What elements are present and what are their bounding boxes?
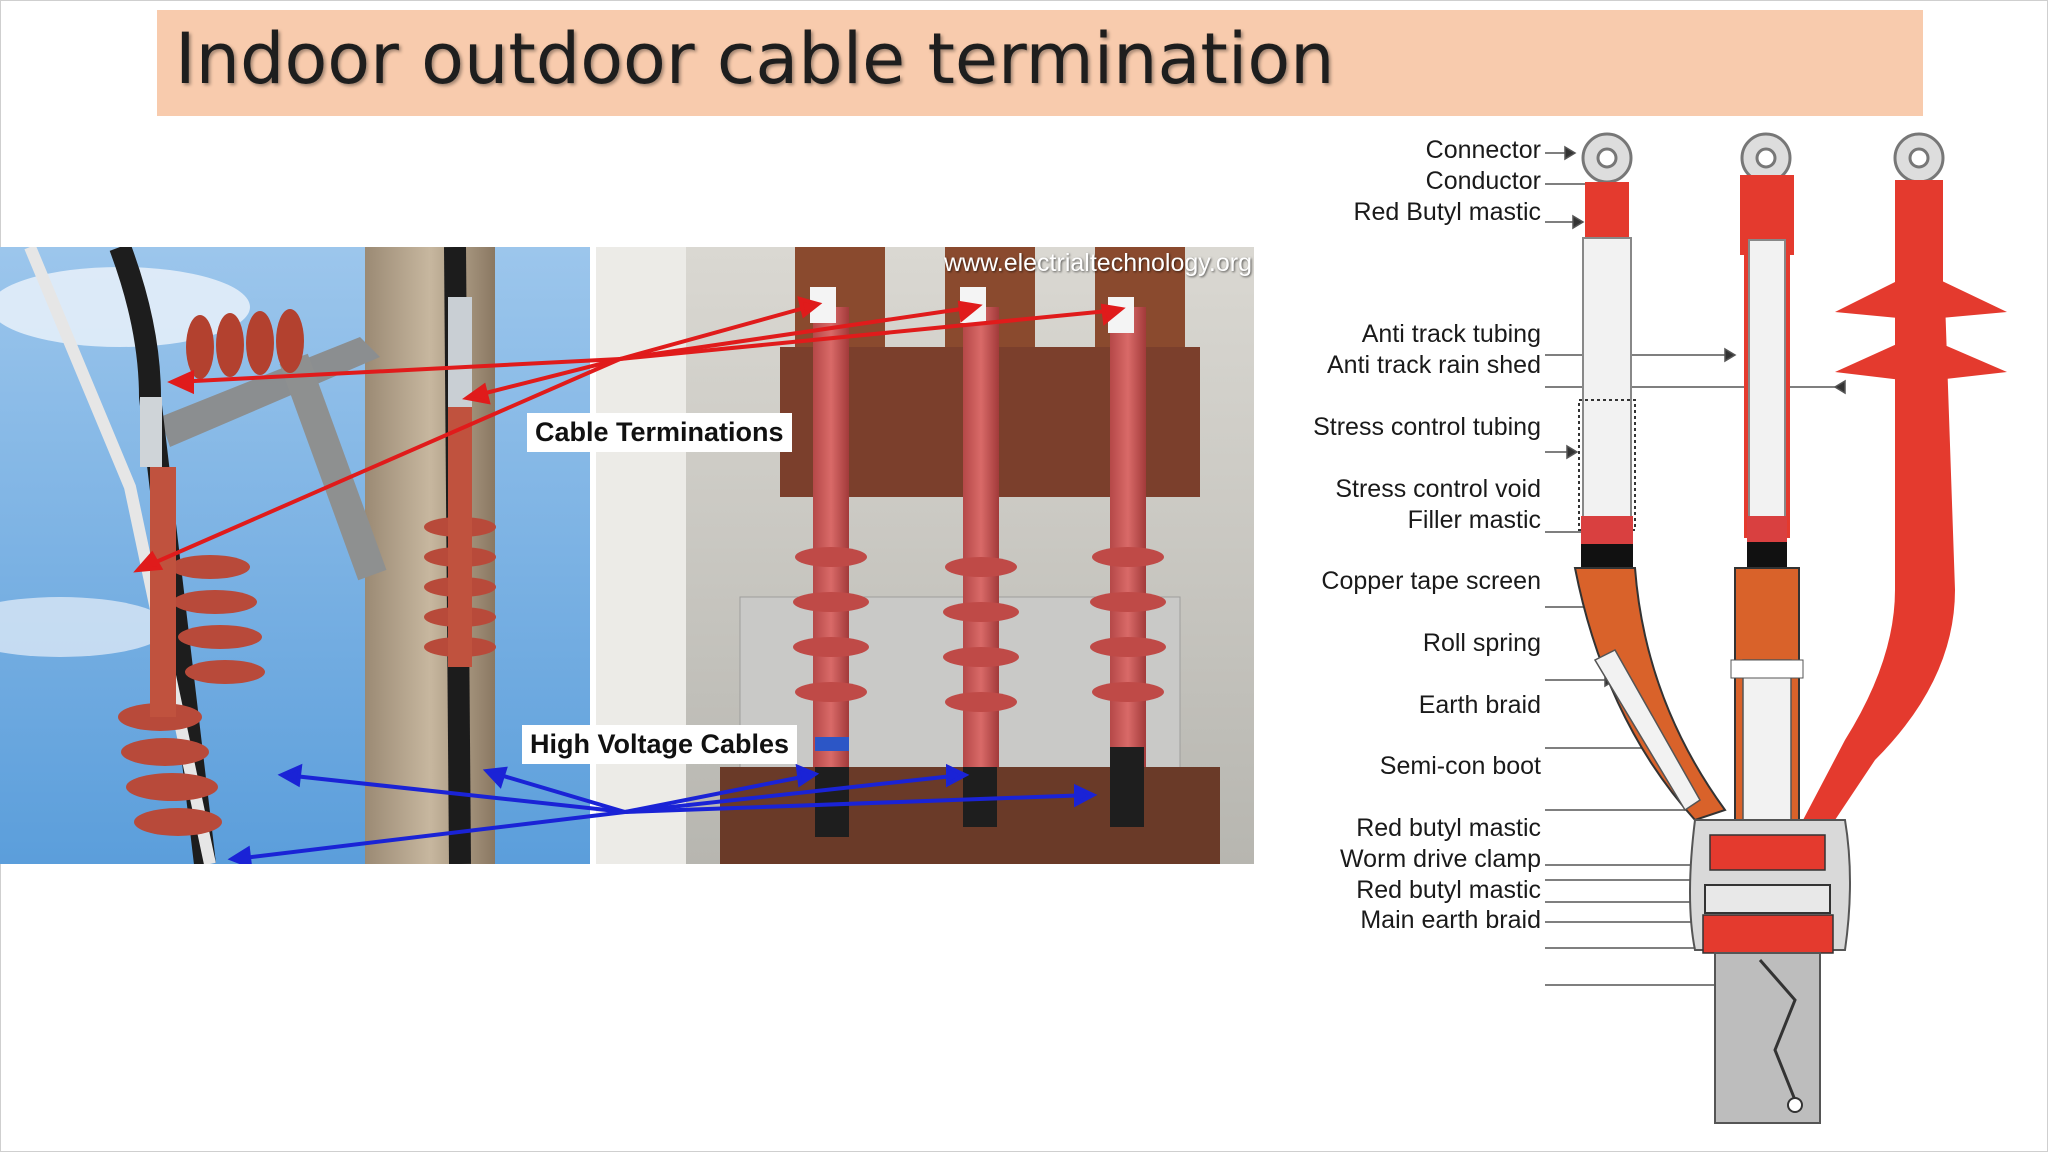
label-semi-con-boot: Semi-con boot: [1379, 752, 1541, 780]
label-stress-control-tubing: Stress control tubing: [1313, 413, 1541, 441]
cable-arrows: [227, 763, 1098, 864]
termination-cross-section: [1545, 132, 2007, 1124]
title-bar: Indoor outdoor cable termination: [157, 10, 1923, 116]
label-anti-track-rain-shed: Anti track rain shed: [1327, 351, 1541, 379]
label-red-butyl-mastic-2: Red butyl mastic: [1356, 876, 1541, 904]
label-connector: Connector: [1425, 136, 1541, 164]
label-stress-control-void: Stress control void: [1335, 475, 1541, 503]
boot-and-trunk: [1689, 819, 1851, 1124]
label-red-butyl-mastic-1: Red butyl mastic: [1356, 814, 1541, 842]
label-filler-mastic: Filler mastic: [1407, 506, 1541, 534]
left-phase: [1573, 182, 1727, 822]
photo-illustration: [0, 247, 1254, 864]
callout-high-voltage-cables: High Voltage Cables: [522, 725, 798, 764]
label-worm-drive-clamp: Worm drive clamp: [1340, 845, 1541, 873]
watermark: www.electrialtechnology.org: [943, 249, 1252, 277]
slide-title: Indoor outdoor cable termination: [175, 18, 1335, 100]
termination-diagram: Connector Conductor Red Butyl mastic Ant…: [1255, 120, 2048, 1150]
label-conductor: Conductor: [1425, 167, 1541, 195]
label-copper-tape-screen: Copper tape screen: [1321, 567, 1541, 595]
label-roll-spring: Roll spring: [1422, 629, 1541, 657]
label-red-butyl-mastic-top: Red Butyl mastic: [1353, 198, 1541, 226]
callout-cable-terminations: Cable Terminations: [527, 413, 792, 452]
label-main-earth-braid: Main earth braid: [1360, 906, 1541, 934]
connector-lugs: [1581, 132, 1945, 184]
label-earth-braid: Earth braid: [1418, 691, 1541, 719]
label-anti-track-tubing: Anti track tubing: [1361, 320, 1541, 348]
termination-arrows: [133, 296, 1126, 573]
outdoor-photo: [0, 247, 590, 864]
right-phase: [1803, 180, 2007, 820]
cable-photo: www.electrialtechnology.org Cable Termin…: [0, 247, 1254, 864]
